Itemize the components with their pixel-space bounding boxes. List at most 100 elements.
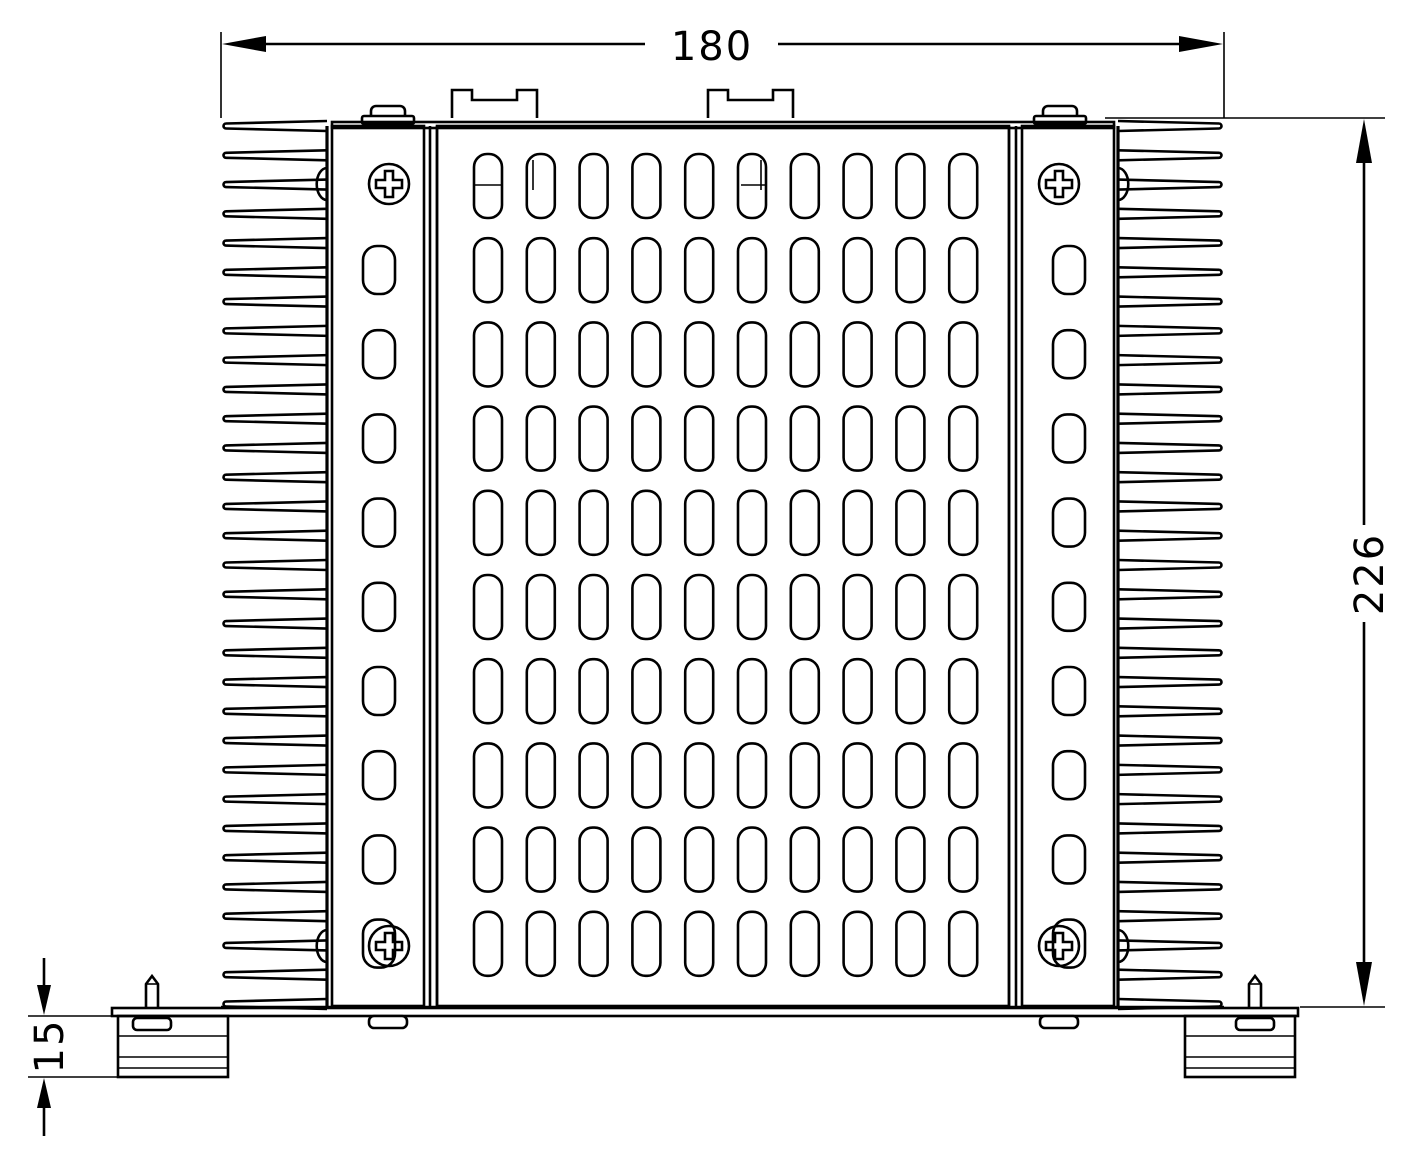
- vent-slot: [525, 405, 557, 472]
- vent-slot: [683, 152, 715, 220]
- bottom-nut-right: [1038, 1014, 1080, 1030]
- vent-slot: [472, 405, 504, 472]
- vent-slot: [472, 489, 504, 557]
- vent-slot: [631, 405, 662, 472]
- vent-slot: [895, 152, 926, 220]
- vent-slot: [525, 910, 557, 978]
- vent-slot: [736, 489, 768, 557]
- vent-slot: [683, 742, 715, 809]
- vent-slot: [525, 236, 557, 304]
- phillips-screw-icon: [367, 924, 411, 968]
- fin: [1117, 266, 1223, 279]
- fin: [1117, 295, 1223, 308]
- vent-slot: [842, 826, 873, 893]
- vent-slot: [472, 573, 504, 641]
- vent-slot: [578, 236, 609, 304]
- vent-slot: [842, 657, 873, 725]
- rail-hole: [361, 328, 397, 380]
- vent-slot: [525, 489, 557, 557]
- rail-hole: [361, 413, 397, 464]
- rail-hole: [1051, 413, 1087, 464]
- fin: [1117, 558, 1223, 572]
- vent-slot: [947, 910, 979, 978]
- rail-hole: [361, 244, 397, 296]
- fin: [1117, 646, 1223, 660]
- vent-slot: [895, 910, 926, 978]
- fin: [222, 412, 328, 425]
- fin: [1117, 763, 1223, 777]
- fin: [222, 851, 328, 864]
- fin: [1117, 617, 1223, 630]
- fin: [222, 617, 328, 630]
- vent-slot: [736, 152, 768, 220]
- vent-slot: [631, 489, 662, 557]
- fin: [1117, 207, 1223, 221]
- vent-slot: [578, 657, 609, 725]
- vent-slot: [736, 321, 768, 388]
- vent-slot: [842, 236, 873, 304]
- vent-slot: [789, 826, 821, 893]
- vent-slot: [895, 657, 926, 725]
- rail-hole: [1051, 244, 1087, 296]
- vent-slot: [947, 405, 979, 472]
- fin: [1117, 470, 1223, 484]
- vent-slot: [631, 742, 662, 809]
- fin: [222, 383, 328, 396]
- fin: [222, 792, 328, 806]
- vent-slot: [789, 573, 821, 641]
- vent-slot: [736, 236, 768, 304]
- rail-hole: [1051, 497, 1087, 548]
- vent-slot: [525, 742, 557, 809]
- vent-slot: [631, 657, 662, 725]
- vent-slot: [631, 321, 662, 388]
- vent-slot: [578, 826, 609, 893]
- width-dimension-label: 180: [671, 24, 753, 70]
- rail-hole: [1051, 834, 1087, 885]
- vent-slot: [736, 405, 768, 472]
- fin: [222, 675, 328, 689]
- fin: [222, 470, 328, 484]
- fin: [222, 705, 328, 718]
- vent-slot: [947, 321, 979, 388]
- rail-holes-left: [361, 244, 397, 969]
- vent-slot: [736, 657, 768, 725]
- vent-slot: [736, 742, 768, 809]
- fin: [1117, 500, 1223, 513]
- rail-hole: [1051, 581, 1087, 633]
- top-clip-left: [450, 88, 539, 118]
- vent-slot: [789, 321, 821, 388]
- fin: [222, 763, 328, 777]
- fin: [1117, 587, 1223, 601]
- vent-slot: [947, 826, 979, 893]
- vent-slot: [472, 152, 504, 220]
- fin: [1117, 119, 1223, 133]
- fin: [1117, 909, 1223, 923]
- vent-slot: [895, 489, 926, 557]
- rail-hole: [1051, 918, 1087, 969]
- rail-hole: [361, 665, 397, 717]
- fin: [222, 734, 328, 747]
- vent-slot: [789, 489, 821, 557]
- fin: [1117, 792, 1223, 806]
- rail-hole: [1051, 328, 1087, 380]
- vent-slot: [895, 321, 926, 388]
- vent-slot: [842, 489, 873, 557]
- vent-slot: [947, 573, 979, 641]
- vent-slot: [578, 405, 609, 472]
- vent-slot: [842, 910, 873, 978]
- vent-slot: [525, 657, 557, 725]
- vent-slot: [683, 657, 715, 725]
- vent-slot: [947, 152, 979, 220]
- fin: [222, 266, 328, 279]
- fin: [1117, 148, 1223, 162]
- fin: [222, 148, 328, 162]
- vent-slot: [578, 573, 609, 641]
- phillips-screw-icon: [1037, 924, 1081, 968]
- vent-slot: [895, 742, 926, 809]
- vent-slot: [842, 742, 873, 809]
- fin: [222, 207, 328, 221]
- fin: [222, 939, 328, 952]
- rail-hole: [361, 834, 397, 885]
- vent-slot: [789, 405, 821, 472]
- vent-slot: [472, 742, 504, 809]
